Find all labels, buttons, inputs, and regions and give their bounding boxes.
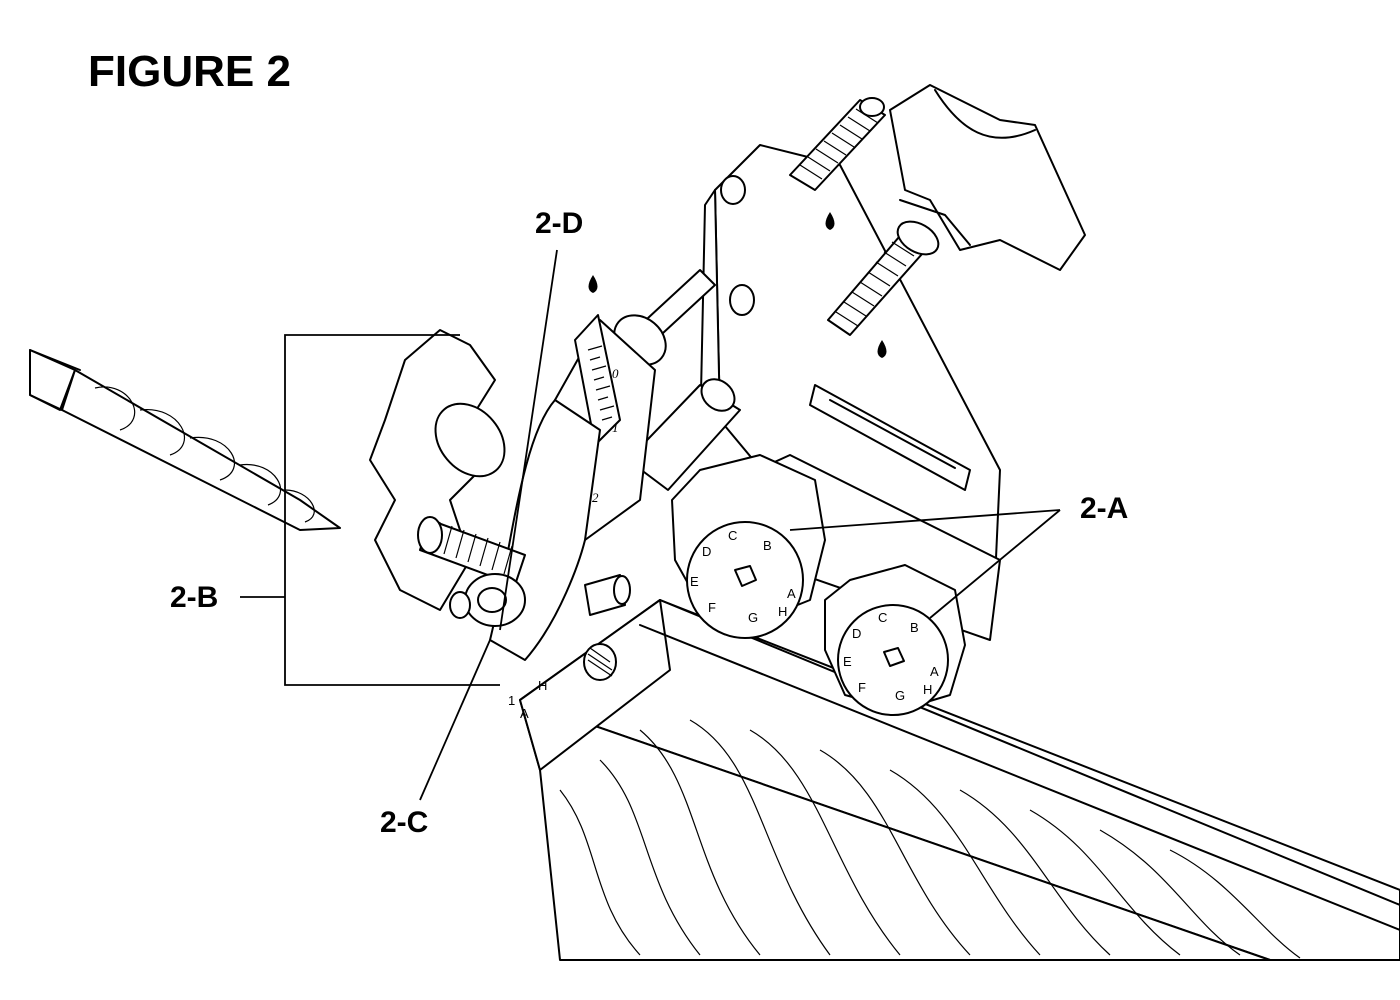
dial-letter-g: G [748,610,758,625]
callout-2b: 2-B [170,334,500,686]
dial-letter-c: C [728,528,737,543]
dial-letter-b: B [763,538,772,553]
callout-2d: 2-D [499,207,583,631]
oil-drop-icon [825,212,835,230]
scale-mark-0: 0 [612,366,619,381]
oil-drop-icon [588,275,598,293]
dial-letter-e: E [690,574,699,589]
dial-upper: A B C D E F G H [671,454,826,639]
callout-2c-label: 2-C [380,806,428,839]
figure-title: FIGURE 2 [88,47,291,96]
scale-mark-2: 2 [592,490,599,505]
dial-letter-c: C [878,610,887,625]
clamp-assembly [588,84,1086,491]
dial-letter-a: A [520,706,529,721]
base-rail [519,599,1400,961]
dial-letter-g: G [895,688,905,703]
dial-letter-a: A [930,664,939,679]
dial-letter-1: 1 [508,693,515,708]
dial-letter-d: D [702,544,711,559]
scale-mark-1: 1 [612,420,619,435]
dial-letter-a: A [787,586,796,601]
dial-letter-f: F [708,600,716,615]
dial-letter-h: H [923,682,932,697]
oil-drop-icon [877,340,887,358]
dial-letter-h: H [778,604,787,619]
dial-letter-d: D [852,626,861,641]
callout-2a-label: 2-A [1080,492,1128,525]
callout-2c: 2-C [380,639,491,839]
callout-2d-label: 2-D [535,207,583,240]
left-knob-assembly [369,329,631,627]
left-block-dial: 1 A H [508,678,547,721]
dial-letter-h: H [538,678,547,693]
dial-lower: A B C D E F G H [824,564,966,716]
dial-letter-e: E [843,654,852,669]
dial-letter-f: F [858,680,866,695]
drill-bit [29,349,341,531]
dial-letter-b: B [910,620,919,635]
callout-2a: 2-A [789,492,1128,619]
callout-2b-label: 2-B [170,581,218,614]
